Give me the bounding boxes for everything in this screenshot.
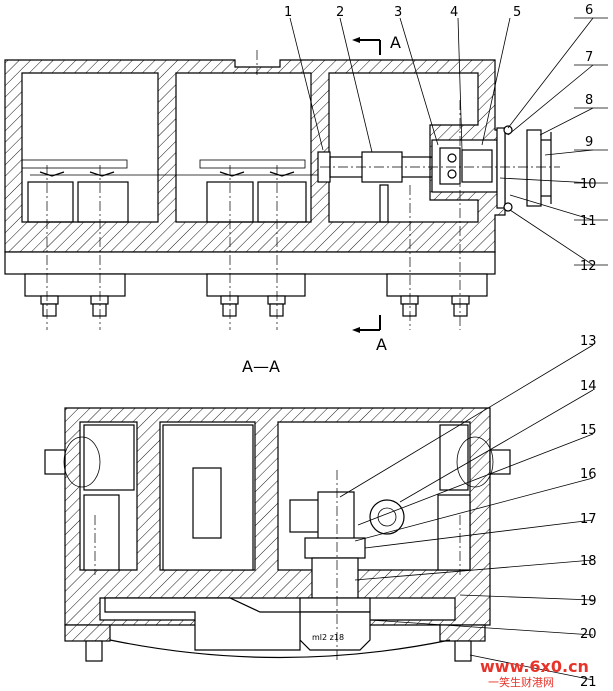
part-label-6: 6	[585, 3, 593, 18]
foot-left	[64, 624, 111, 642]
side-bolt-left	[44, 449, 66, 475]
top-base-plate	[4, 251, 496, 275]
section-marker-bottom: A	[352, 315, 387, 354]
worm-shaft-end	[289, 499, 321, 533]
part-label-8: 8	[585, 93, 593, 108]
center-window	[192, 467, 222, 539]
bearing-lower	[299, 597, 371, 613]
worm-wheel	[369, 499, 405, 535]
watermark-site: www.6x0.cn	[480, 657, 589, 676]
part-labels: 1 2 3 4 5 6 7 8 9 10 11 12 13 14 15 16 1…	[284, 3, 597, 690]
foot-block-middle	[206, 273, 306, 297]
bearing-outer	[439, 147, 461, 185]
side-slot-right	[437, 494, 471, 571]
part-label-4: 4	[450, 5, 458, 20]
part-label-20: 20	[580, 627, 597, 642]
part-label-5: 5	[513, 5, 521, 20]
end-cover	[496, 127, 506, 209]
part-label-7: 7	[585, 50, 593, 65]
part-label-13: 13	[580, 334, 597, 349]
view-title: A—A	[242, 357, 280, 376]
section-marker-top: A	[352, 33, 401, 55]
base-curve	[109, 639, 451, 659]
bearing-inner	[461, 149, 493, 183]
bar-left	[21, 159, 128, 169]
foot-bolts	[40, 295, 470, 317]
block-2	[77, 181, 129, 223]
block-1	[27, 181, 74, 223]
spindle-head	[317, 491, 355, 541]
spindle-body	[311, 557, 359, 599]
watermark-name: 一笑生财港网	[488, 675, 554, 689]
gear	[299, 611, 371, 651]
part-label-10: 10	[580, 177, 597, 192]
bar-middle	[199, 159, 306, 169]
section-letter-top: A	[390, 33, 401, 52]
section-a-a-view: ml2 z18	[44, 407, 511, 662]
top-section-view	[4, 50, 560, 330]
part-label-3: 3	[394, 5, 402, 20]
aa-housing	[64, 407, 491, 626]
leader-lines	[289, 17, 608, 681]
part-label-11: 11	[580, 214, 597, 229]
foot-block-left	[24, 273, 126, 297]
part-label-12: 12	[580, 259, 597, 274]
watermark: www.6x0.cn 一笑生财港网	[480, 657, 589, 689]
lower-plate	[104, 597, 301, 651]
part-label-17: 17	[580, 512, 597, 527]
anchor-bolt-right	[454, 640, 472, 662]
part-label-18: 18	[580, 554, 597, 569]
section-letter-bottom: A	[376, 335, 387, 354]
inner-block-left	[83, 424, 135, 491]
part-label-16: 16	[580, 467, 597, 482]
block-4	[257, 181, 307, 223]
top-housing	[4, 59, 506, 253]
part-label-1: 1	[284, 5, 292, 20]
part-label-14: 14	[580, 379, 597, 394]
inner-block-right	[439, 424, 469, 491]
foot-block-right	[386, 273, 488, 297]
part-label-15: 15	[580, 423, 597, 438]
part-label-9: 9	[585, 135, 593, 150]
part-label-2: 2	[336, 5, 344, 20]
inner-block-center	[162, 424, 254, 571]
hook-clips	[39, 171, 295, 177]
gear-engraving: ml2 z18	[312, 633, 344, 642]
handwheel-plate	[526, 129, 542, 207]
sleeve-support	[379, 184, 389, 223]
part-label-21: 21	[580, 675, 597, 690]
anchor-bolt-left	[85, 640, 103, 662]
side-slot-left	[83, 494, 120, 571]
part-label-19: 19	[580, 594, 597, 609]
